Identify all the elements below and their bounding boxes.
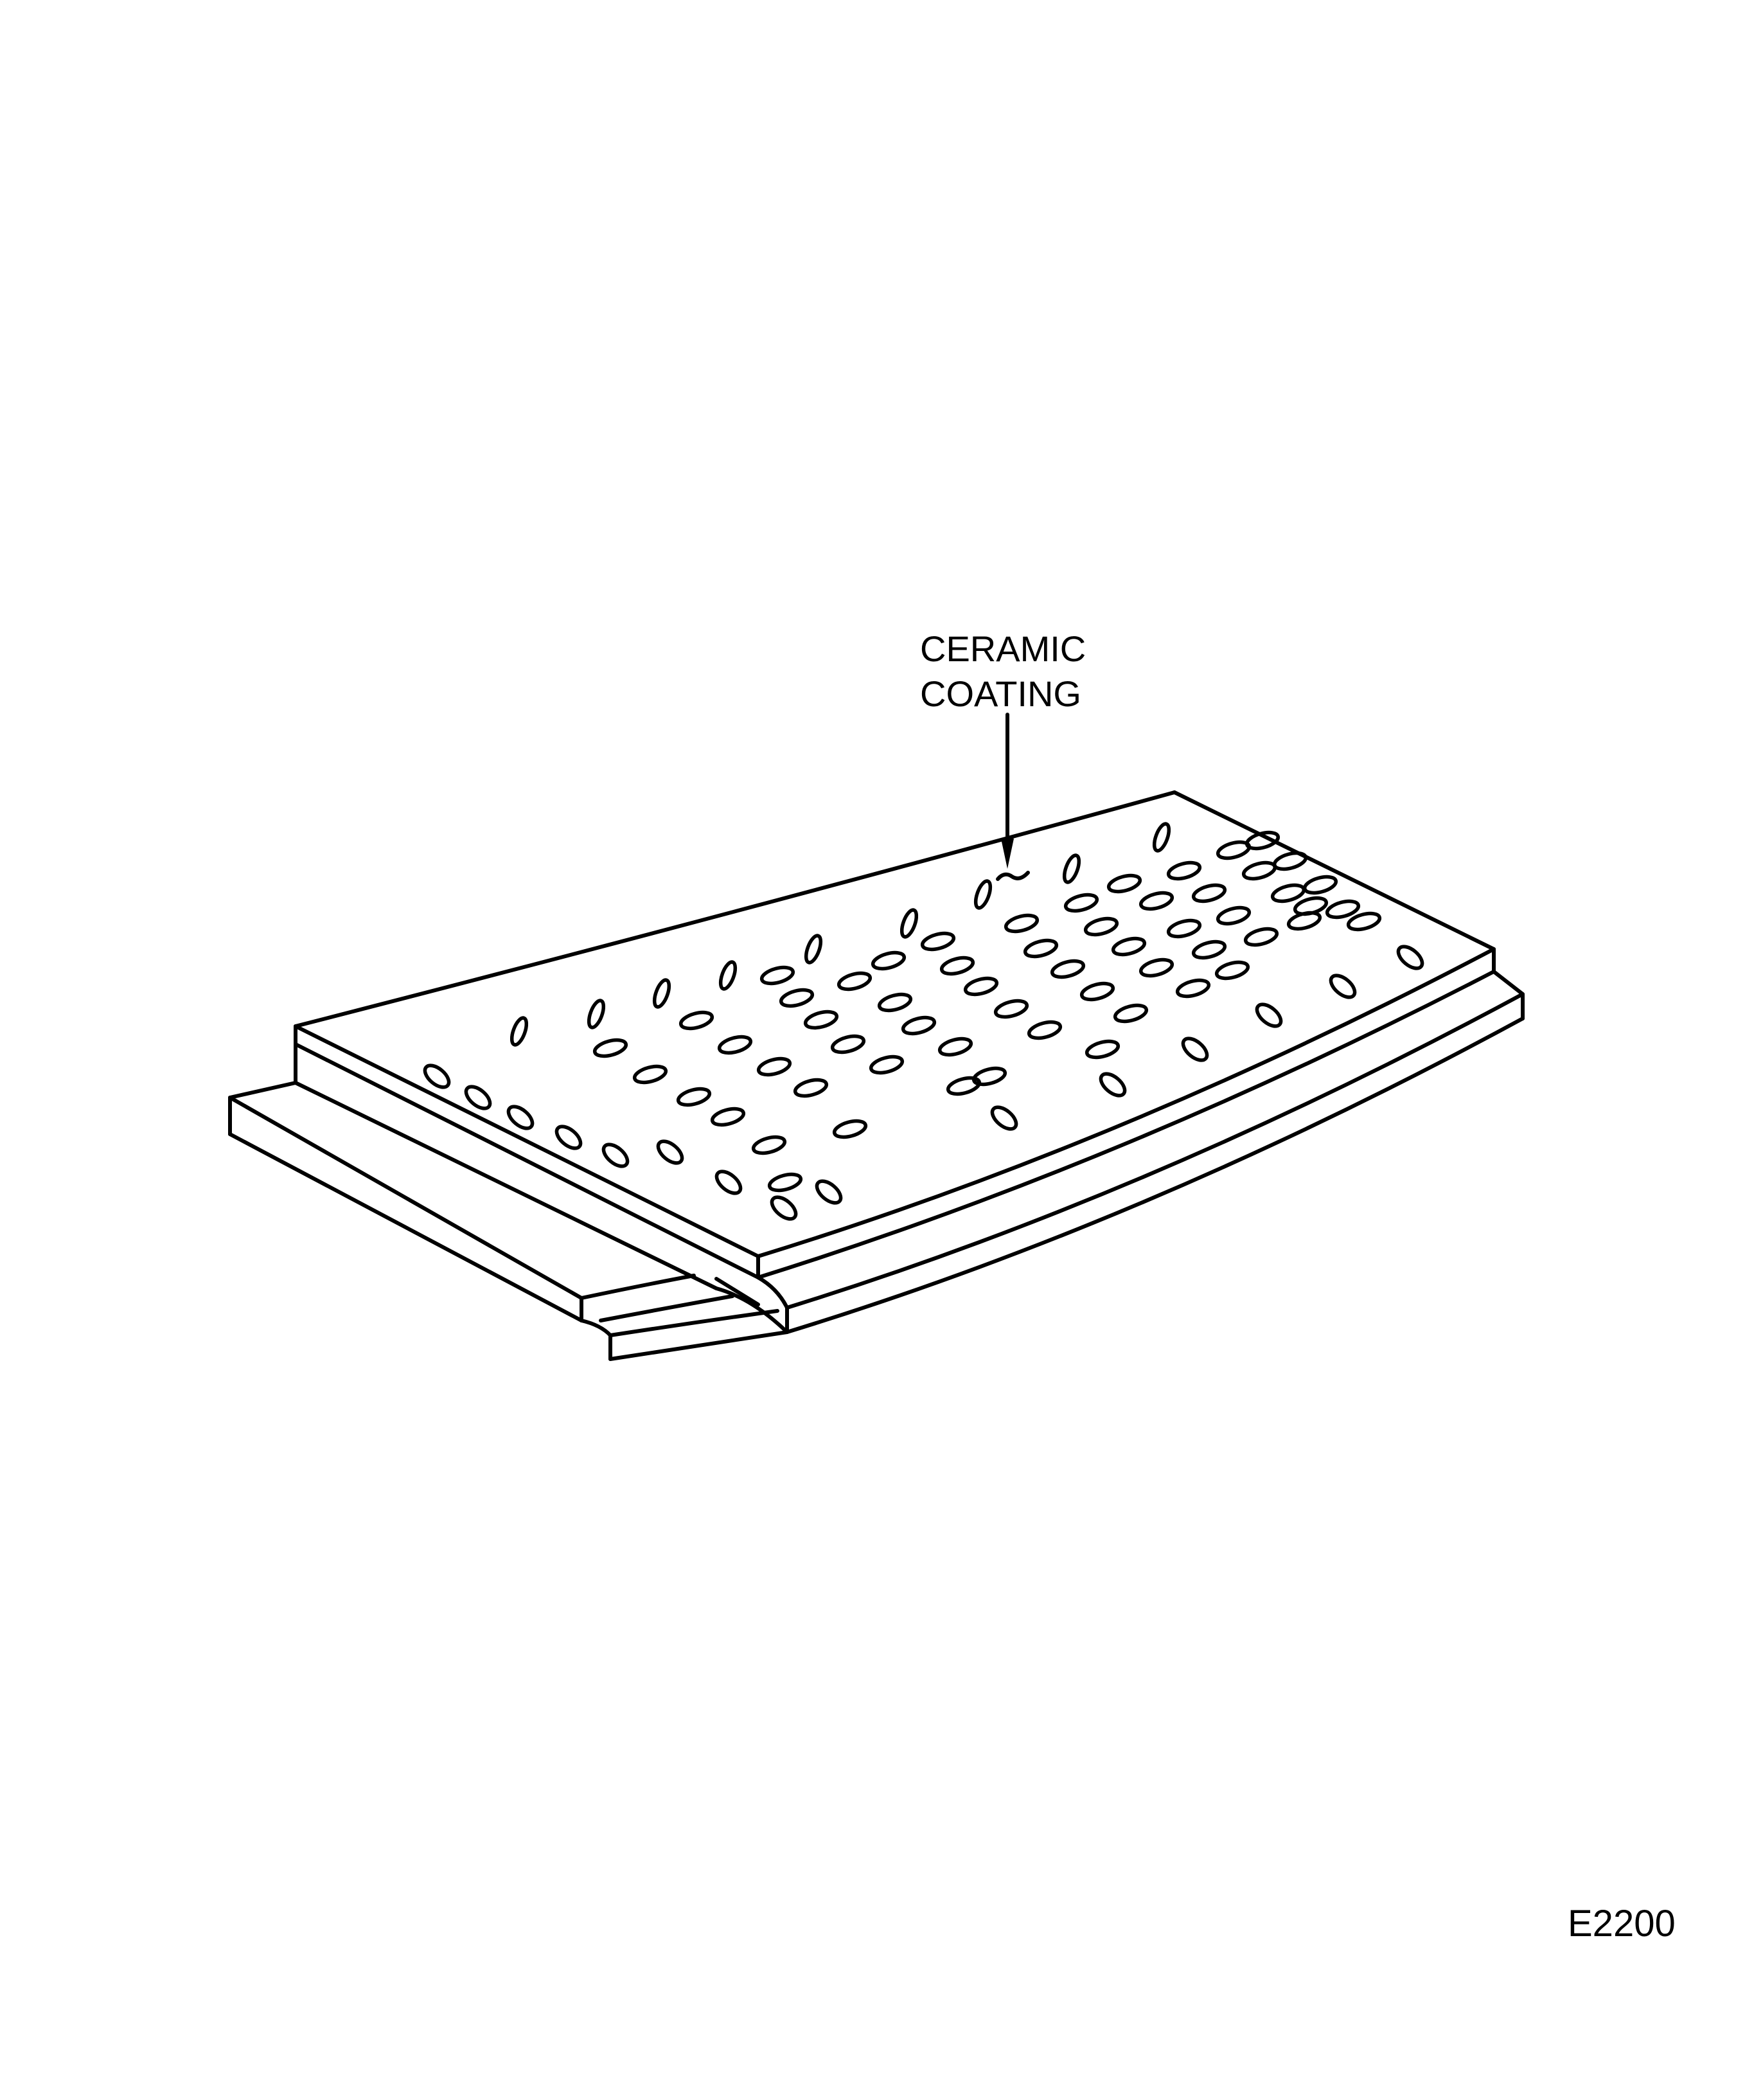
top-back-edge — [294, 790, 1176, 1028]
top-front-edge — [756, 947, 1496, 1258]
callout-line-1: CERAMIC — [920, 628, 1086, 669]
top-right-edge — [1173, 790, 1496, 951]
coating-tilde-mark — [996, 871, 1030, 881]
upper-plate — [294, 790, 1525, 1334]
cooling-holes — [423, 822, 1424, 1221]
callout-line-2: COATING — [920, 673, 1081, 714]
callout-arrow — [996, 713, 1030, 881]
top-left-edge — [294, 1024, 760, 1258]
lower-plate — [228, 1081, 789, 1361]
figure-id: E2200 — [1568, 1903, 1676, 1944]
ceramic-coating-label: CERAMIC COATING — [920, 627, 1086, 716]
